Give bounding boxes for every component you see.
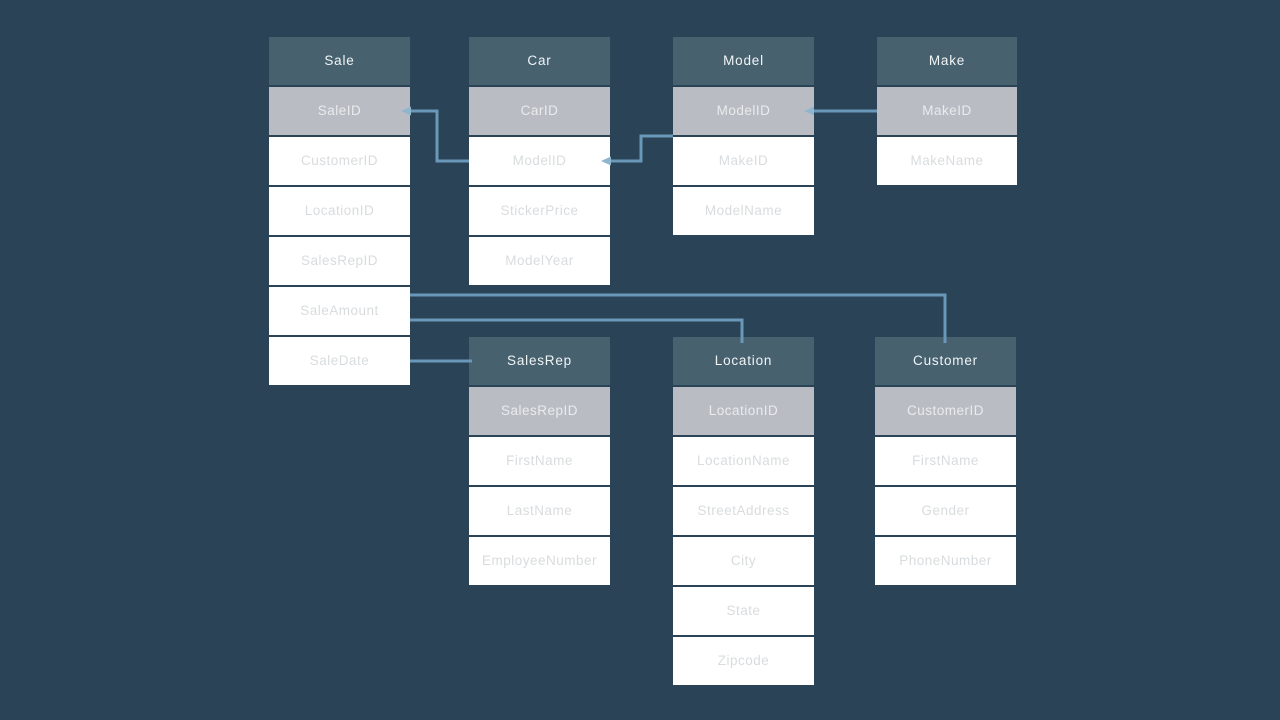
field-row-zipcode: Zipcode [673, 637, 814, 685]
table-title-sale: Sale [269, 37, 410, 85]
field-row-saleid: SaleID [269, 87, 410, 135]
field-row-salesrepid: SalesRepID [469, 387, 610, 435]
field-row-stickerprice: StickerPrice [469, 187, 610, 235]
table-title-location: Location [673, 337, 814, 385]
table-title-model: Model [673, 37, 814, 85]
field-row-phonenumber: PhoneNumber [875, 537, 1016, 585]
field-row-customerid: CustomerID [269, 137, 410, 185]
field-row-locationid: LocationID [269, 187, 410, 235]
table-title-salesrep: SalesRep [469, 337, 610, 385]
field-row-locationname: LocationName [673, 437, 814, 485]
field-row-makeid: MakeID [877, 87, 1017, 135]
field-row-makeid: MakeID [673, 137, 814, 185]
table-title-make: Make [877, 37, 1017, 85]
field-row-modelyear: ModelYear [469, 237, 610, 285]
field-row-firstname: FirstName [469, 437, 610, 485]
field-row-saleamount: SaleAmount [269, 287, 410, 335]
table-title-car: Car [469, 37, 610, 85]
field-row-city: City [673, 537, 814, 585]
field-row-streetaddress: StreetAddress [673, 487, 814, 535]
field-row-modelid: ModelID [673, 87, 814, 135]
field-row-salesrepid: SalesRepID [269, 237, 410, 285]
field-row-customerid: CustomerID [875, 387, 1016, 435]
field-row-state: State [673, 587, 814, 635]
field-row-carid: CarID [469, 87, 610, 135]
field-row-modelname: ModelName [673, 187, 814, 235]
field-row-gender: Gender [875, 487, 1016, 535]
field-row-firstname: FirstName [875, 437, 1016, 485]
field-row-makename: MakeName [877, 137, 1017, 185]
field-row-employeenumber: EmployeeNumber [469, 537, 610, 585]
field-row-modelid: ModelID [469, 137, 610, 185]
field-row-saledate: SaleDate [269, 337, 410, 385]
field-row-locationid: LocationID [673, 387, 814, 435]
field-row-lastname: LastName [469, 487, 610, 535]
table-title-customer: Customer [875, 337, 1016, 385]
